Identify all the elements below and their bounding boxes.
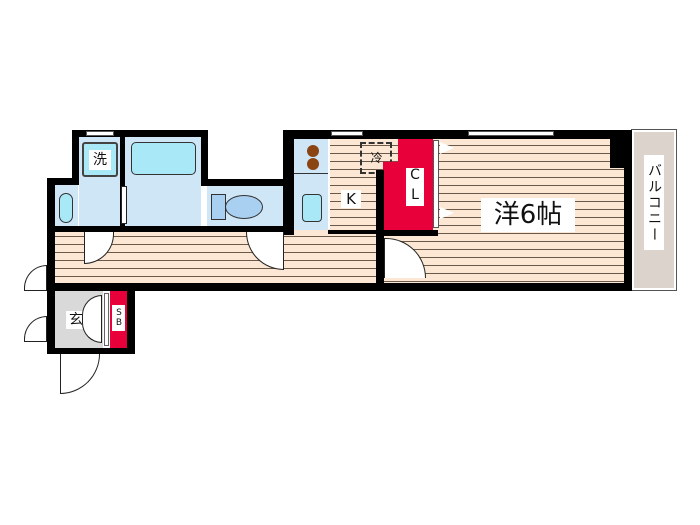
stove-burner-1: [307, 145, 319, 157]
kitchen-floor: [330, 138, 385, 234]
window-kitchen[interactable]: [331, 131, 363, 136]
closet-label: CL: [406, 167, 424, 207]
wall: [47, 178, 55, 352]
wall: [283, 130, 294, 235]
counter-divider: [294, 173, 328, 174]
entrance-door[interactable]: [60, 354, 100, 394]
wall: [624, 130, 632, 290]
refrigerator-label: 冷: [370, 150, 383, 165]
wall: [47, 283, 632, 291]
kitchen-sink: [302, 194, 322, 222]
toilet-tank: [211, 194, 226, 220]
laundry-label: 洗: [89, 150, 111, 170]
shoe-box-label-text: SB: [114, 308, 124, 328]
closet-door[interactable]: [433, 140, 439, 228]
shoe-box-label: SB: [112, 305, 125, 331]
kitchen-label: K: [341, 190, 361, 208]
wall: [72, 130, 208, 137]
closet-door-arrow-1: [440, 142, 454, 154]
wall: [376, 230, 438, 236]
wall: [47, 178, 79, 185]
toilet-bowl: [225, 195, 263, 219]
wall: [201, 179, 289, 186]
closet-door-arrow-2: [440, 207, 454, 219]
shoe-box-door[interactable]: [104, 293, 109, 346]
wall: [103, 283, 135, 291]
wall: [376, 170, 384, 284]
closet-label-text: CL: [407, 167, 423, 207]
western-room-door[interactable]: [384, 238, 426, 278]
side-door-upper[interactable]: [24, 265, 47, 291]
wall: [328, 230, 386, 234]
window-western-room[interactable]: [468, 131, 554, 136]
wall: [120, 136, 125, 229]
wall: [72, 130, 79, 185]
washbasin: [59, 193, 73, 223]
stove-burner-2: [307, 158, 319, 170]
western-room-label: 洋6帖: [481, 198, 575, 232]
balcony-label: バルコニー: [644, 155, 664, 250]
wall: [47, 226, 294, 232]
bathtub: [131, 142, 196, 175]
wall: [127, 283, 135, 353]
entrance-label: 玄: [66, 311, 86, 329]
side-door-lower[interactable]: [24, 316, 47, 342]
bathroom-door[interactable]: [121, 186, 127, 224]
window-washroom[interactable]: [86, 131, 114, 136]
wall: [201, 130, 208, 186]
balcony-label-text: バルコニー: [646, 162, 662, 243]
wall: [283, 130, 631, 139]
wall: [47, 348, 135, 354]
